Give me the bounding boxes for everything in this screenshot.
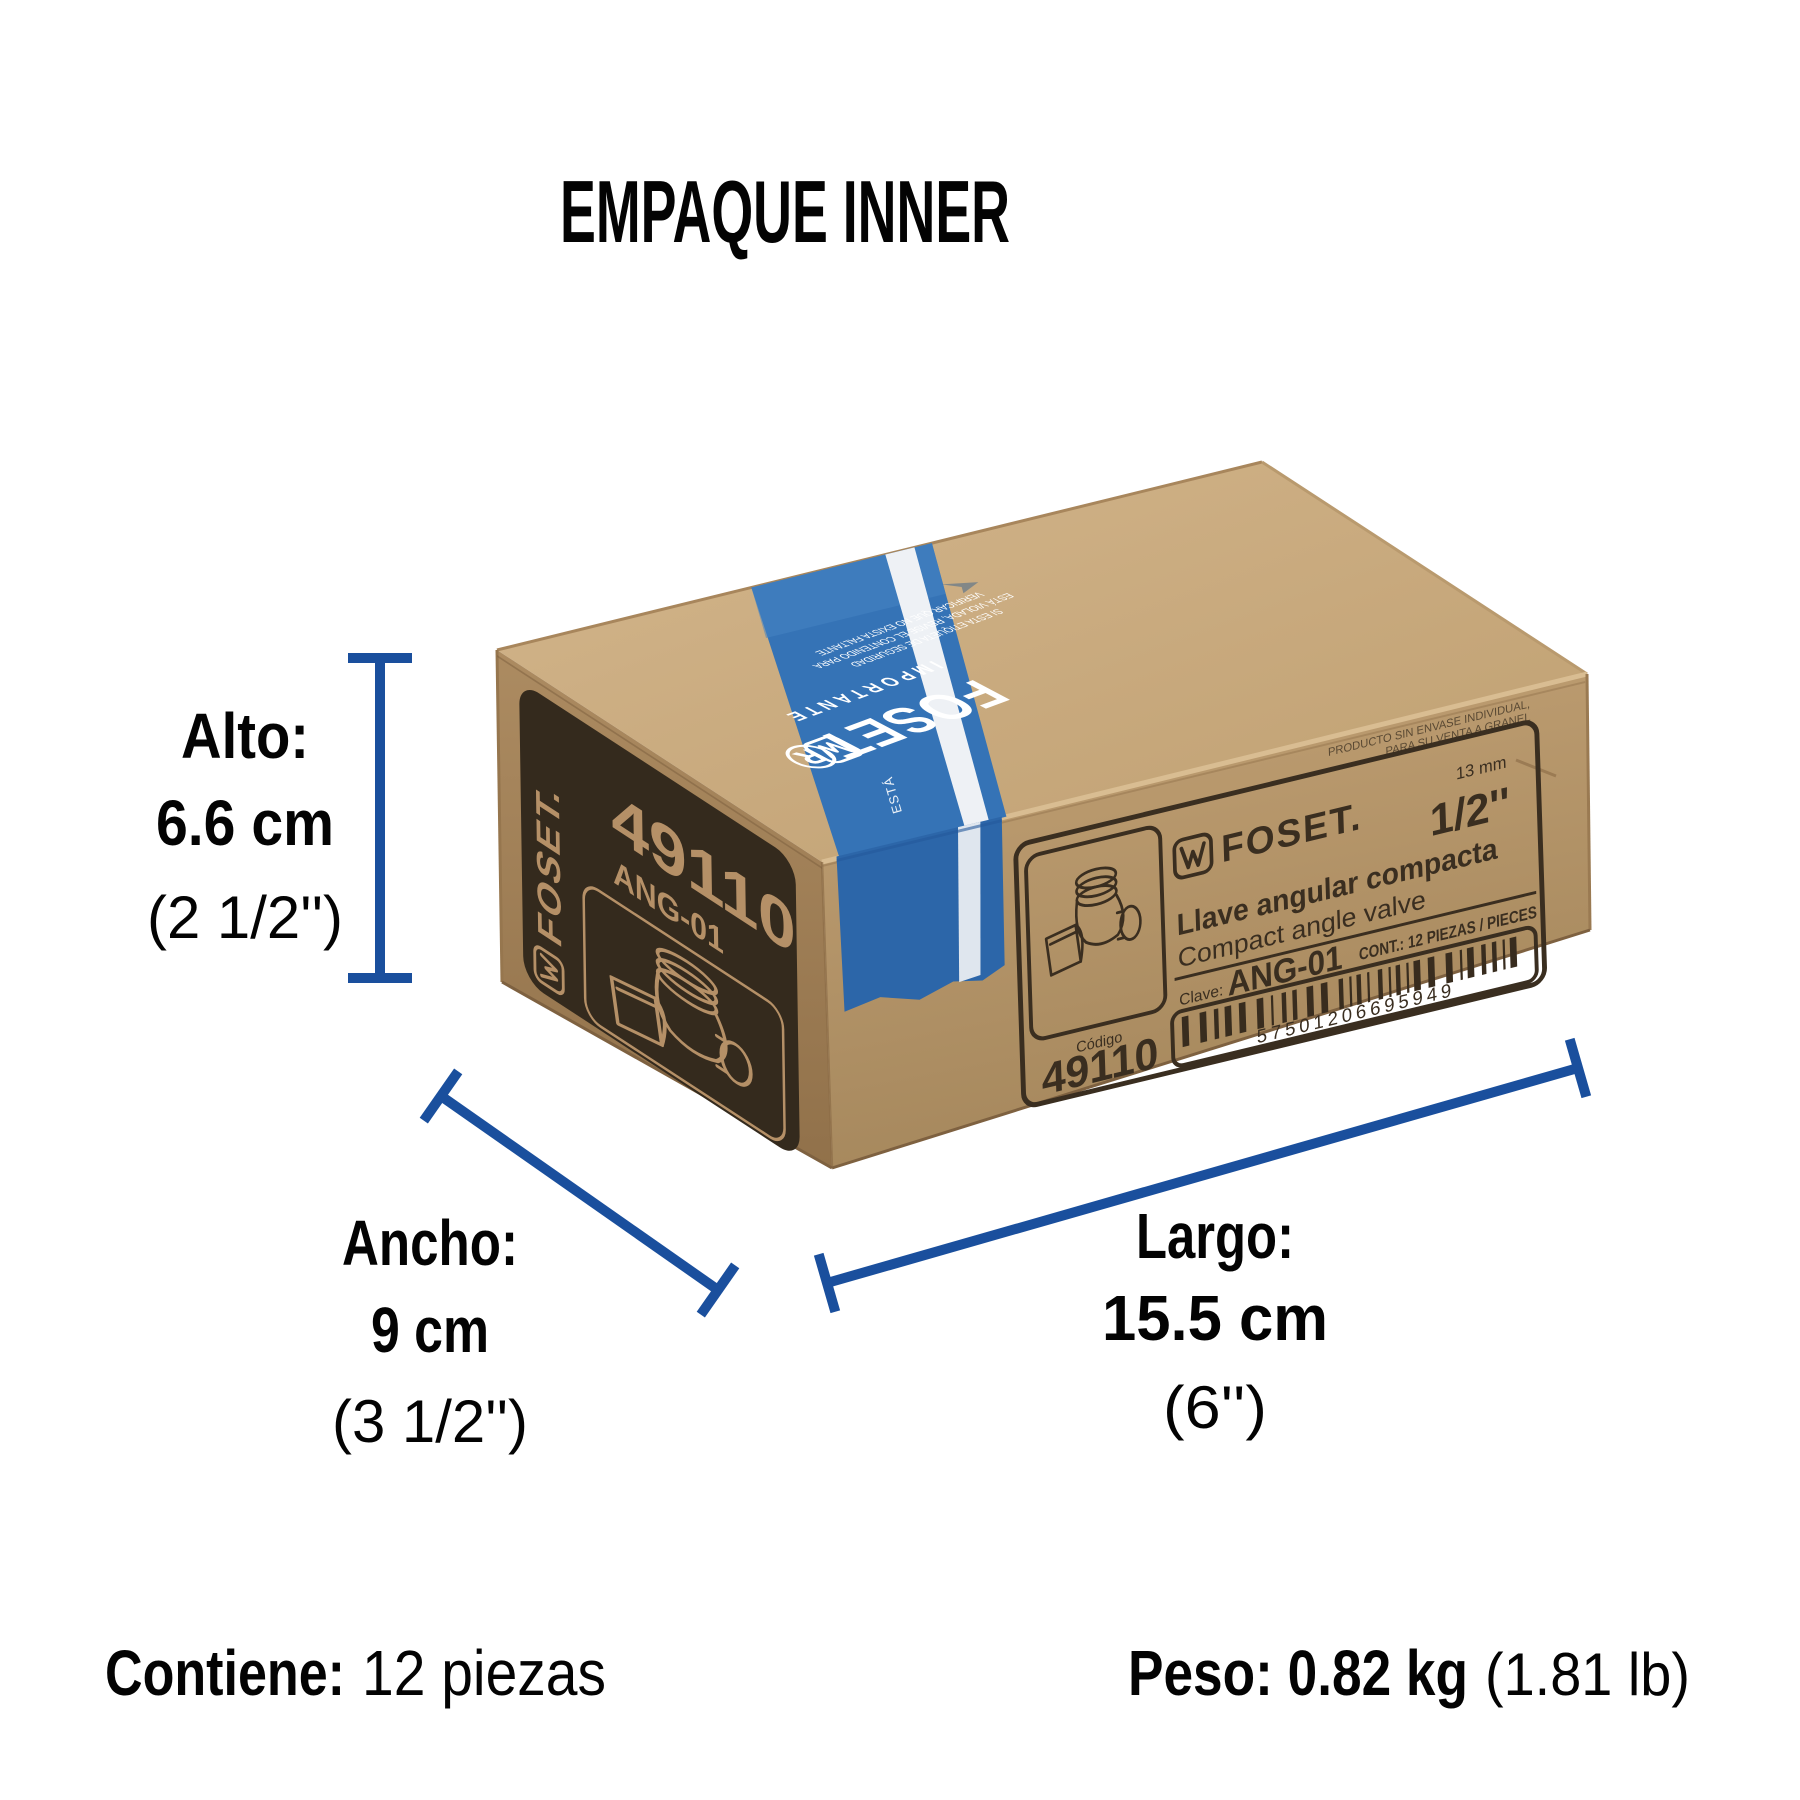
box-edge-center-vertical [820,861,834,1169]
ancho-dimension-line [419,1068,740,1318]
alto-value: 6.6 cm [156,787,334,859]
alto-label: Alto: [181,700,309,772]
side-panel-brand: FOSET. [530,772,569,999]
box-edge-bottom-front [831,928,1591,1170]
largo-dimension-text: Largo: 15.5 cm (6'') [1102,1200,1328,1441]
alto-dimension-line [348,653,412,983]
barcode-bars [1181,936,1518,1048]
alto-imperial: (2 1/2'') [147,884,343,951]
largo-value: 15.5 cm [1102,1282,1328,1354]
ancho-imperial: (3 1/2'') [332,1388,528,1455]
weight-imperial: (1.81 lb) [1485,1641,1690,1708]
box-front-face [822,674,1590,1168]
alto-dimension-text: Alto: 6.6 cm (2 1/2'') [147,700,343,951]
box-edge-right-vertical [1585,673,1592,931]
box-edge-left-vertical [495,649,504,983]
side-panel-print [519,689,800,1151]
box-top-face [497,462,1587,862]
ancho-label: Ancho: [342,1207,518,1279]
security-tape-stripe-front [958,821,981,983]
footer-info: Contiene: 12 piezas Peso: 0.82 kg (1.81 … [105,1637,1690,1709]
barcode-frame [1170,925,1539,1068]
front-valve-frame [1024,825,1168,1041]
contains-label: Contiene: [105,1637,345,1709]
weight-label: Peso: 0.82 kg [1128,1637,1468,1709]
ancho-value: 9 cm [371,1294,489,1366]
page-title: EMPAQUE INNER [560,162,1010,261]
box-edge-top-right [1261,460,1588,676]
front-label-border [1013,720,1547,1108]
product-box: FOSET® IMPORTANTE SI ESTA ETIQUETA DE SE… [495,460,1592,1170]
left-face-crease [497,655,823,870]
contains-value: 12 piezas [362,1637,606,1709]
side-valve-frame [582,886,786,1142]
security-tape-stripe-top [885,547,989,827]
largo-dimension-line [813,1037,1592,1314]
ancho-dimension-text: Ancho: 9 cm (3 1/2'') [332,1207,528,1455]
dimension-lines [348,653,1592,1318]
largo-label: Largo: [1136,1200,1294,1272]
box-top-content: FOSET® IMPORTANTE SI ESTA ETIQUETA DE SE… [751,543,1025,858]
front-label-divider [1174,890,1537,982]
side-brand-text: FOSET. [530,772,569,954]
largo-imperial: (6'') [1163,1374,1267,1441]
tape-watermark-arrow [941,582,979,594]
tape-fold-line [836,819,1002,862]
